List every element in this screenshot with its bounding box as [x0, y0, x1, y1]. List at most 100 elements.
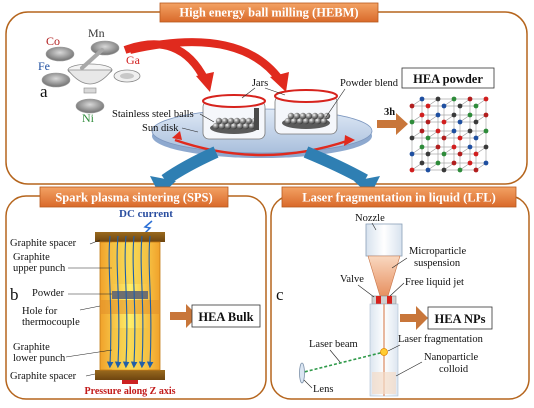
lattice-atom	[435, 96, 441, 102]
label-nano-2: colloid	[439, 364, 469, 375]
lattice-atom	[409, 167, 415, 173]
label-stainless-balls: Stainless steel balls	[112, 109, 194, 120]
hea-nps-label: HEA NPs	[434, 312, 485, 326]
panel-lfl-header	[281, 186, 517, 208]
lattice-atom	[441, 135, 447, 141]
lattice-atom	[419, 160, 425, 166]
lattice-atom	[451, 96, 457, 102]
label-graphite-lower-2: lower punch	[13, 353, 66, 364]
lattice-atom	[409, 103, 415, 109]
steel-ball	[236, 122, 244, 130]
label-nozzle: Nozzle	[355, 213, 385, 224]
label-powder: Powder	[32, 288, 65, 299]
steel-ball	[245, 117, 253, 125]
hea-crystal-lattice-icon	[409, 96, 489, 173]
steel-ball	[293, 112, 301, 120]
lattice-atom	[473, 167, 479, 173]
label-3h: 3h	[384, 107, 395, 118]
leader-jars-2	[264, 87, 286, 96]
label-sun-disk: Sun disk	[142, 123, 179, 134]
hea-nps-box	[427, 306, 493, 330]
powder-layer	[112, 291, 148, 299]
lattice-atom	[457, 151, 463, 157]
lattice-atom	[467, 112, 473, 118]
lattice-atom	[425, 103, 431, 109]
leader-jars-1	[241, 87, 256, 99]
label-jars: Jars	[252, 78, 268, 89]
element-fe-label: Fe	[38, 59, 50, 73]
lattice-atom	[473, 119, 479, 125]
hea-bulk-box	[191, 304, 261, 328]
label-valve: Valve	[340, 274, 364, 285]
microparticle-suspension	[367, 255, 401, 297]
jar-right	[274, 89, 338, 135]
arrow-to-hea-bulk	[170, 304, 198, 328]
steel-ball	[299, 112, 307, 120]
lattice-atom	[451, 128, 457, 134]
laser-focus-point	[380, 348, 388, 356]
steel-ball	[320, 117, 328, 125]
steel-ball	[287, 112, 295, 120]
hea-bulk-label: HEA Bulk	[198, 310, 253, 324]
label-graphite-lower-1: Graphite	[13, 342, 50, 353]
lattice-atom	[483, 112, 489, 118]
lattice-atom	[457, 119, 463, 125]
steel-ball	[296, 117, 304, 125]
lattice-atom	[467, 144, 473, 150]
label-hole-1: Hole for	[22, 306, 58, 317]
steel-ball	[284, 117, 292, 125]
label-graphite-upper-1: Graphite	[13, 252, 50, 263]
lattice-atom	[457, 135, 463, 141]
lattice-atom	[473, 103, 479, 109]
leader-balls	[199, 113, 215, 123]
red-transfer-arrows	[123, 38, 289, 92]
graphite-spacer-bottom	[95, 370, 165, 380]
lattice-atom	[419, 96, 425, 102]
lattice-atom	[473, 135, 479, 141]
label-jet: Free liquid jet	[405, 277, 464, 288]
current-line	[146, 235, 154, 369]
lattice-atom	[419, 144, 425, 150]
lattice-atom	[451, 160, 457, 166]
label-lens: Lens	[313, 384, 333, 395]
steel-ball	[218, 122, 226, 130]
steel-ball	[305, 112, 313, 120]
lattice-atom	[483, 144, 489, 150]
lattice-atom	[483, 96, 489, 102]
steel-ball	[239, 117, 247, 125]
mortar-and-pestle-icon	[67, 48, 113, 94]
panel-hebm-border	[5, 11, 528, 185]
lattice-atom	[425, 119, 431, 125]
steel-ball	[212, 122, 220, 130]
lattice-atom	[435, 160, 441, 166]
current-line	[138, 235, 146, 369]
laser-beam-line	[299, 351, 385, 374]
panel-hebm: High energy ball milling (HEBM) Co Mn Fe…	[5, 2, 528, 185]
pressure-plate	[122, 380, 138, 384]
lattice-atom	[441, 103, 447, 109]
leader-powder-blend	[325, 88, 346, 118]
lattice-atom	[467, 128, 473, 134]
steel-ball	[290, 117, 298, 125]
lattice-atom	[435, 144, 441, 150]
label-micro-1: Microparticle	[409, 246, 466, 257]
current-line	[122, 235, 130, 369]
arrow-to-hea-nps	[400, 306, 428, 330]
lattice-atom	[467, 96, 473, 102]
panel-hebm-header	[159, 2, 379, 23]
steel-ball	[317, 112, 325, 120]
label-nano-1: Nanoparticle	[424, 352, 479, 363]
steel-ball	[248, 122, 256, 130]
panel-sps: Spark plasma sintering (SPS) DC current …	[5, 186, 267, 400]
nozzle-reservoir	[365, 223, 403, 257]
current-line	[114, 235, 122, 369]
steel-ball	[242, 122, 250, 130]
label-graphite-spacer-bottom: Graphite spacer	[10, 371, 77, 382]
label-graphite-upper-2: upper punch	[13, 263, 66, 274]
lattice-atom	[435, 128, 441, 134]
label-hole-2: thermocouple	[22, 317, 80, 328]
element-ni-label: Ni	[82, 111, 95, 125]
lattice-atom	[441, 167, 447, 173]
lattice-atom	[435, 112, 441, 118]
